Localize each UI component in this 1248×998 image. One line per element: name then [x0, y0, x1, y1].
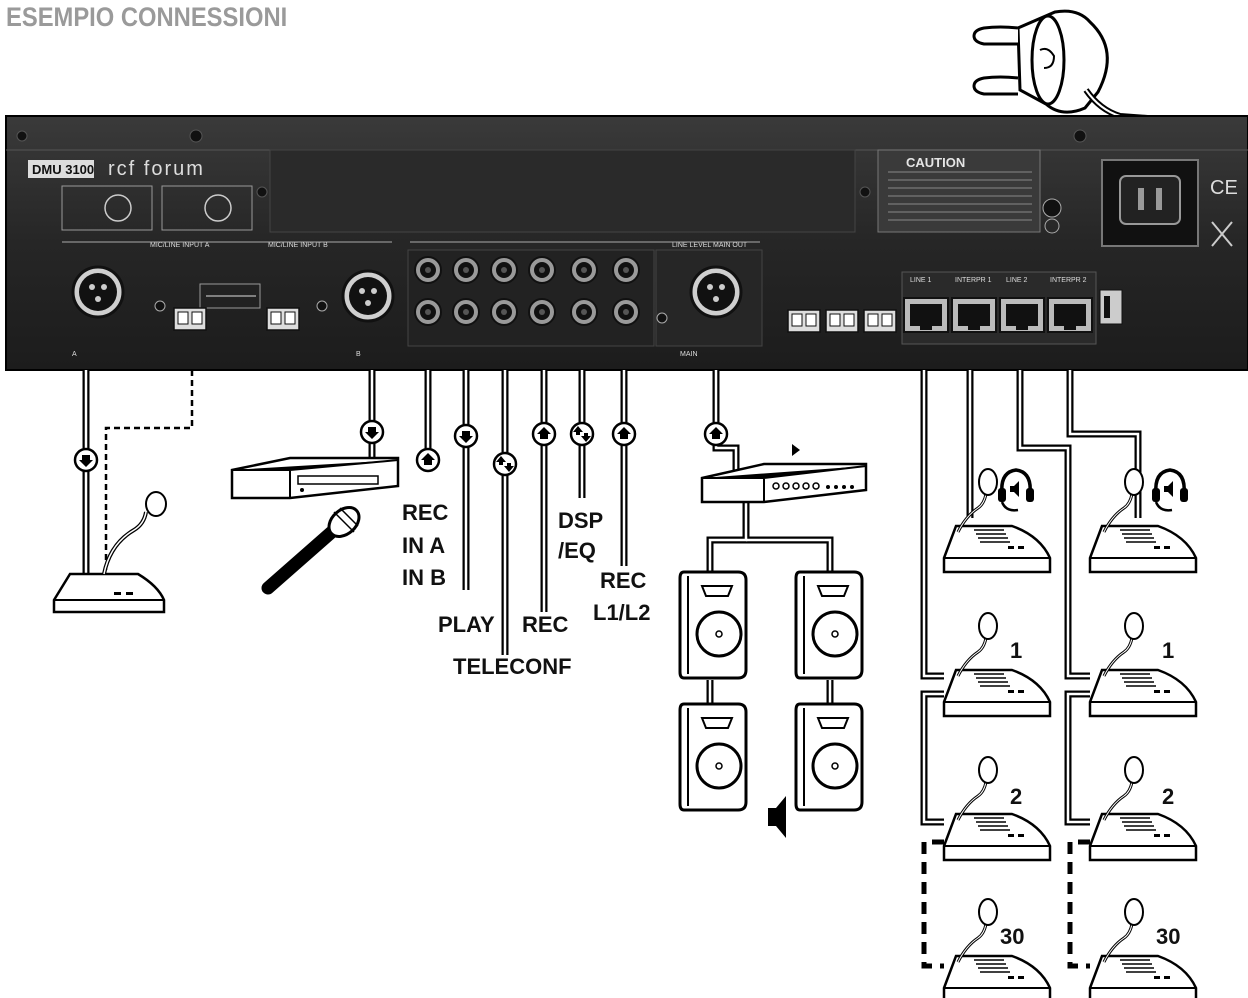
line-level-main-out-label: LINE LEVEL MAIN OUT	[672, 242, 748, 249]
main-label: MAIN	[680, 351, 698, 358]
brand-label: rcf forum	[108, 158, 205, 180]
dsp-label: DSP /EQ	[558, 508, 603, 563]
rear-panel: DMU 3100 rcf forum CAUTION CE MIC/LINE I…	[5, 115, 1248, 371]
teleconf-label: TELECONF	[453, 654, 572, 679]
unit-number: 30	[1156, 924, 1180, 949]
page-title: ESEMPIO CONNESSIONI	[6, 2, 288, 32]
interpr1-label: INTERPR 1	[955, 277, 992, 284]
signal-arrows	[73, 419, 729, 477]
headset-icon	[996, 468, 1036, 513]
delegate-console	[942, 897, 1052, 998]
loudspeaker-icon	[794, 702, 864, 812]
input-b-letter: B	[356, 351, 361, 358]
line1-label: LINE 1	[910, 277, 932, 284]
line2-label: LINE 2	[1006, 277, 1028, 284]
delegate-console	[942, 755, 1052, 862]
unit-number: 2	[1010, 784, 1022, 809]
cables	[82, 370, 1142, 969]
interpreter-console-left	[942, 467, 1052, 574]
rec-label: REC	[522, 612, 569, 637]
label-line: IN A	[402, 533, 445, 558]
ce-mark: CE	[1210, 177, 1238, 199]
label-line: REC	[402, 500, 449, 525]
power-plug-icon	[972, 9, 1151, 200]
delegate-console	[1088, 611, 1198, 718]
label-line: IN B	[402, 565, 446, 590]
label-line: L1/L2	[593, 600, 650, 625]
interpr2-label: INTERPR 2	[1050, 277, 1087, 284]
rec-in-label: REC IN A IN B	[402, 500, 449, 590]
unit-number: 1	[1162, 638, 1174, 663]
caution-label: CAUTION	[906, 155, 965, 170]
speaker-volume-icon	[768, 796, 786, 838]
loudspeaker-icon	[678, 570, 748, 680]
handheld-microphone-icon	[261, 506, 361, 595]
amplifier-icon	[700, 444, 868, 504]
loudspeaker-icon	[794, 570, 864, 680]
unit-number: 1	[1010, 638, 1022, 663]
play-label: PLAY	[438, 612, 495, 637]
label-line: REC	[600, 568, 647, 593]
input-a-letter: A	[72, 351, 77, 358]
interpreter-console-right	[1088, 467, 1198, 574]
loudspeaker-icon	[678, 702, 748, 812]
delegate-console	[942, 611, 1052, 718]
label-line: /EQ	[558, 538, 596, 563]
headset-icon	[1150, 468, 1190, 513]
unit-number: 30	[1000, 924, 1024, 949]
mic-line-input-b-label: MIC/LINE INPUT B	[268, 242, 328, 249]
mic-line-input-a-label: MIC/LINE INPUT A	[150, 242, 210, 249]
delegate-console	[1088, 755, 1198, 862]
rec-l1-l2-label: REC L1/L2	[593, 568, 650, 625]
unit-number: 2	[1162, 784, 1174, 809]
desk-microphone-left	[52, 491, 167, 614]
label-line: DSP	[558, 508, 603, 533]
model-label: DMU 3100	[32, 162, 94, 177]
cd-player-icon	[230, 456, 400, 500]
